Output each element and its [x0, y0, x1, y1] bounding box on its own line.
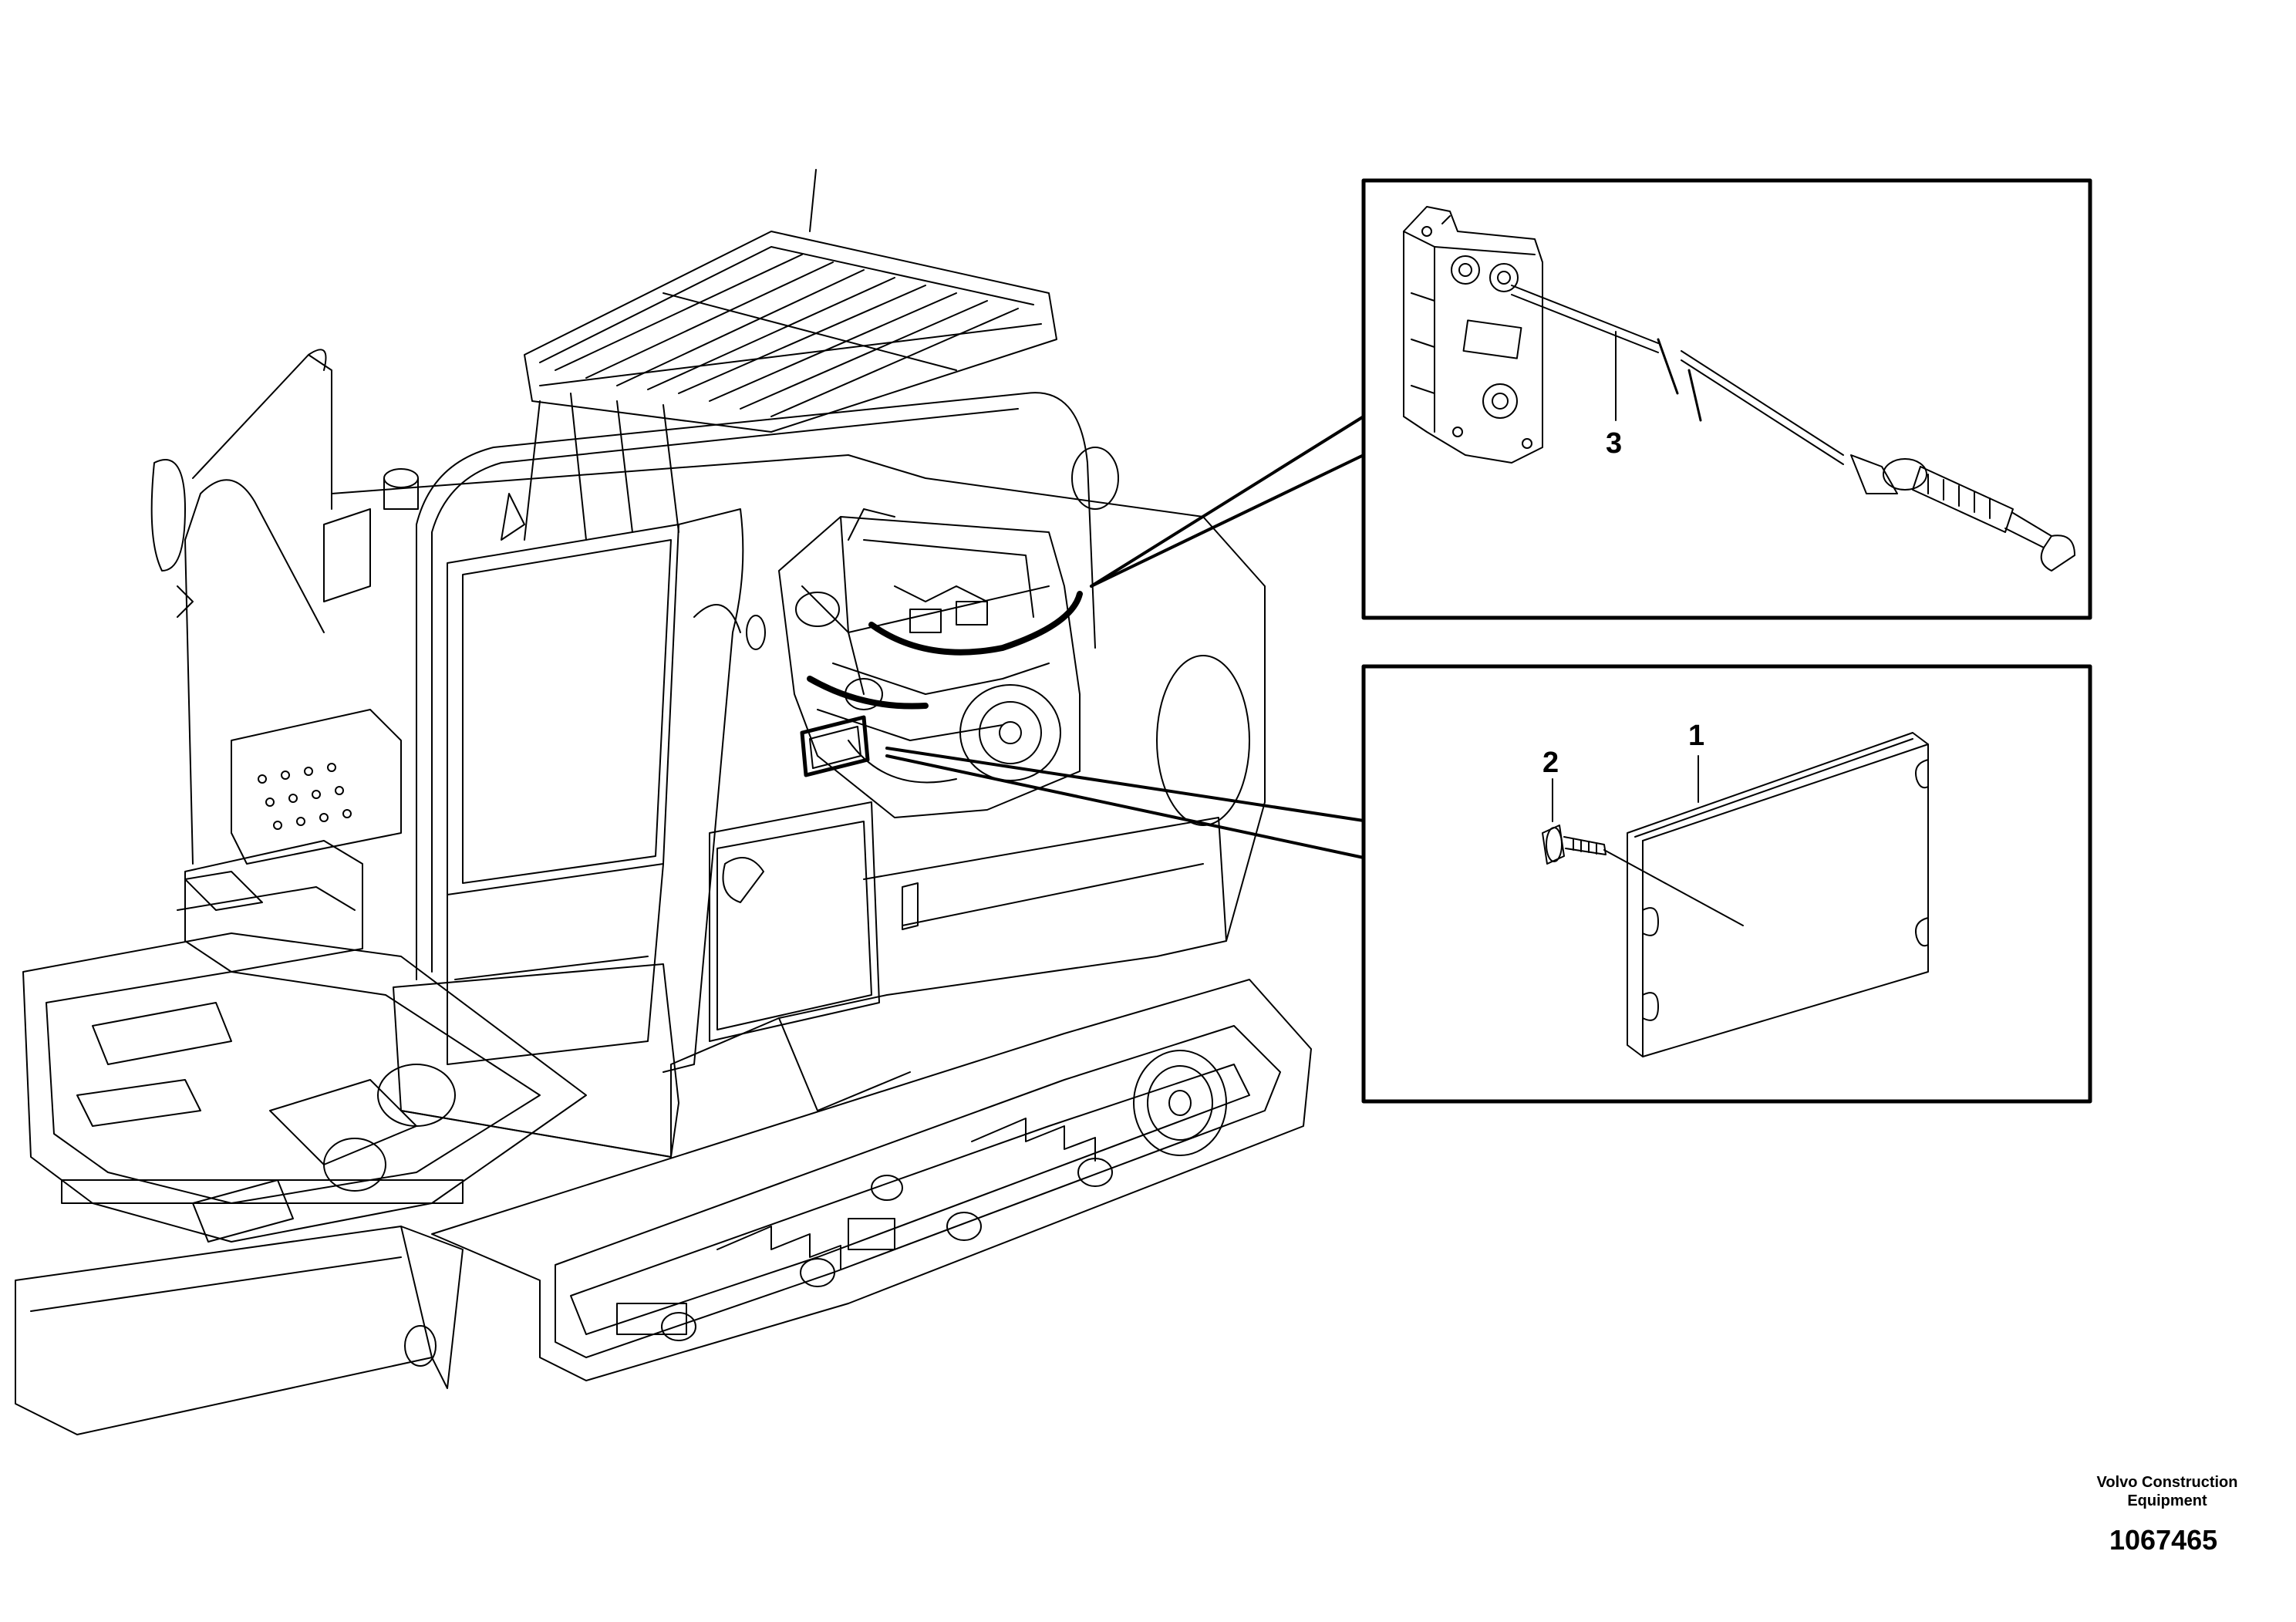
- leader-lines: [887, 416, 1364, 858]
- document-number: 1067465: [2109, 1524, 2218, 1556]
- upper-structure-drawing: [152, 349, 1265, 1157]
- ecu-cover-highlight: [802, 717, 868, 775]
- cover-plate-drawing: [1627, 733, 1928, 1057]
- callout-part-1: 1: [1688, 720, 1705, 752]
- undercarriage-drawing: [15, 933, 1311, 1435]
- cable-drawing: [1512, 285, 2075, 571]
- cable-highlight: [872, 594, 1080, 653]
- credit-line-1: Volvo Construction: [2096, 1474, 2238, 1491]
- control-unit-drawing: [1404, 207, 1542, 463]
- detail-box-cable: [1364, 180, 2090, 618]
- cab-drawing: [393, 170, 1095, 1157]
- callout-part-2: 2: [1542, 747, 1559, 779]
- screw-drawing: [1542, 779, 1743, 926]
- credit-line-2: Equipment: [2127, 1492, 2207, 1509]
- callout-part-3: 3: [1606, 427, 1623, 460]
- cable-highlight-lower: [810, 679, 925, 706]
- engine-drawing: [779, 509, 1080, 818]
- detail-box-cover: [1364, 666, 2090, 1101]
- manufacturer-credit: Volvo Construction Equipment: [2082, 1473, 2252, 1510]
